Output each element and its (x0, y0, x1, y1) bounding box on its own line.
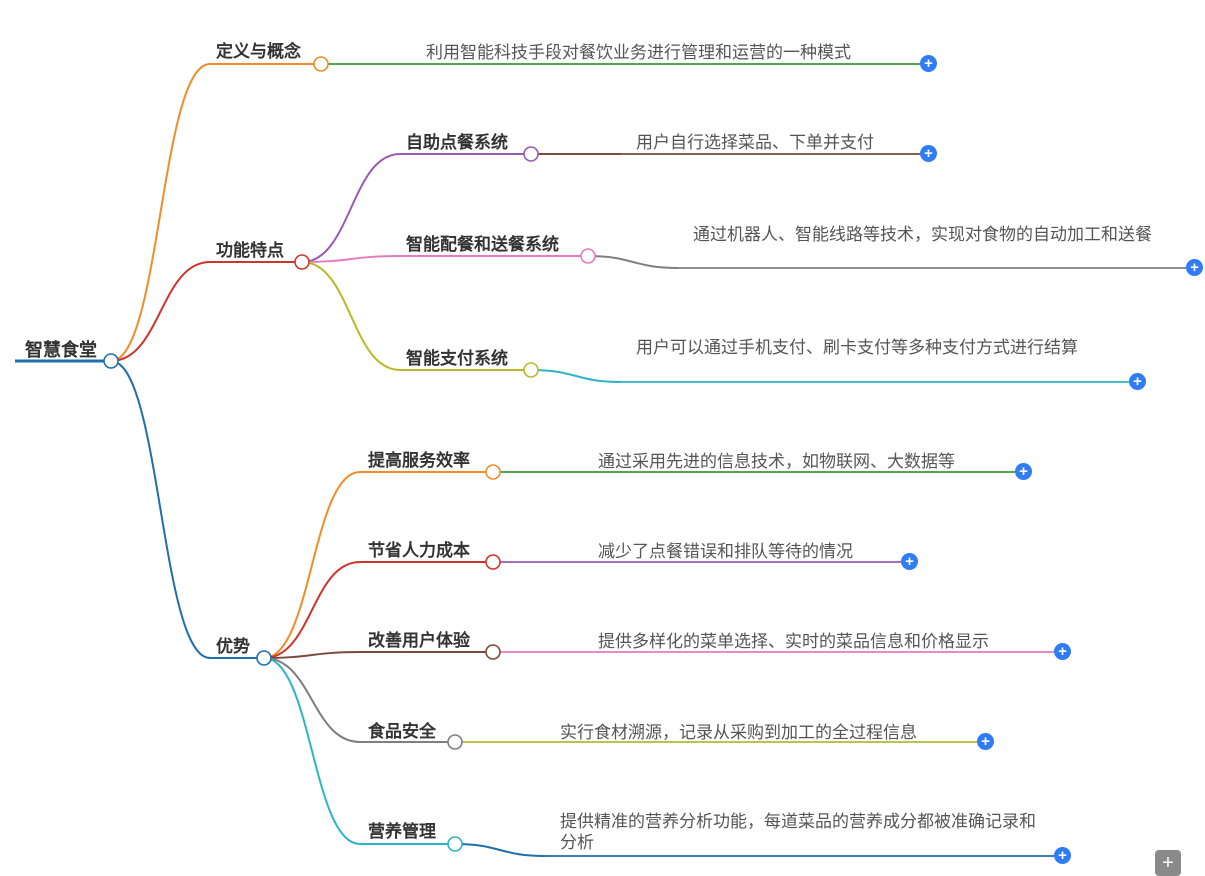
leaf-nutrition-text: 提供精准的营养分析功能，每道菜品的营养成分都被准确记录和分析 (560, 812, 1036, 852)
root-node-circle[interactable] (103, 353, 119, 369)
leaf-self-order-text: 用户自行选择菜品、下单并支付 (636, 133, 874, 152)
edge-advantage-child (263, 651, 361, 659)
expand-labor-cost-button[interactable] (901, 553, 918, 570)
child-node-circle[interactable] (485, 644, 501, 660)
branch-features-label[interactable]: 功能特点 (216, 241, 284, 260)
expand-food-safety-button[interactable] (977, 733, 994, 750)
child-node-circle[interactable] (485, 554, 501, 570)
child-node-circle[interactable] (523, 146, 539, 162)
child-node-circle[interactable] (485, 464, 501, 480)
node-nutrition-label[interactable]: 营养管理 (368, 822, 436, 841)
leaf-food-safety-text: 实行食材溯源，记录从采购到加工的全过程信息 (560, 723, 917, 742)
expand-smart-delivery-button[interactable] (1186, 259, 1203, 276)
edge-feature-child (301, 255, 401, 263)
leaf-line (530, 369, 622, 383)
leaf-definition-text: 利用智能科技手段对餐饮业务进行管理和运营的一种模式 (426, 43, 851, 62)
node-user-experience-label[interactable]: 改善用户体验 (368, 631, 470, 650)
node-smart-delivery-label[interactable]: 智能配餐和送餐系统 (406, 235, 559, 254)
branch-node-circle[interactable] (294, 254, 310, 270)
child-node-circle[interactable] (580, 248, 596, 264)
expand-efficiency-button[interactable] (1015, 463, 1032, 480)
leaf-smart-delivery-text: 通过机器人、智能线路等技术，实现对食物的自动加工和送餐 (693, 225, 1152, 244)
edge-root-to-branch (110, 261, 211, 362)
node-food-safety-label[interactable]: 食品安全 (368, 722, 436, 741)
leaf-user-experience-text: 提供多样化的菜单选择、实时的菜品信息和价格显示 (598, 632, 989, 651)
expand-nutrition-button[interactable] (1054, 847, 1071, 864)
branch-node-circle[interactable] (313, 56, 329, 72)
leaf-labor-cost-text: 减少了点餐错误和排队等待的情况 (598, 542, 853, 561)
edge-feature-child (301, 261, 401, 371)
child-node-circle[interactable] (447, 734, 463, 750)
edge-root-to-branch (110, 63, 211, 362)
child-node-circle[interactable] (447, 836, 463, 852)
expand-self-order-button[interactable] (920, 145, 937, 162)
node-self-order-label[interactable]: 自助点餐系统 (406, 133, 508, 152)
edge-advantage-child (263, 657, 361, 845)
edge-advantage-child (263, 561, 361, 659)
edge-advantage-child (263, 657, 361, 743)
expand-smart-payment-button[interactable] (1129, 373, 1146, 390)
leaf-line (454, 843, 546, 857)
expand-user-experience-button[interactable] (1054, 643, 1071, 660)
node-smart-payment-label[interactable]: 智能支付系统 (406, 349, 508, 368)
leaf-line (587, 255, 679, 269)
edge-feature-child (301, 153, 401, 263)
zoom-in-button[interactable]: + (1155, 850, 1181, 876)
edge-root-to-branch (110, 360, 211, 659)
edge-advantage-child (263, 471, 361, 659)
leaf-smart-payment-text: 用户可以通过手机支付、刷卡支付等多种支付方式进行结算 (636, 338, 1078, 357)
node-labor-cost-label[interactable]: 节省人力成本 (368, 541, 470, 560)
node-efficiency-label[interactable]: 提高服务效率 (368, 451, 470, 470)
child-node-circle[interactable] (523, 362, 539, 378)
expand-definition-button[interactable] (920, 55, 937, 72)
zoom-in-icon: + (1162, 852, 1174, 874)
root-node-label[interactable]: 智慧食堂 (25, 340, 97, 360)
branch-definition-label[interactable]: 定义与概念 (216, 42, 301, 61)
leaf-efficiency-text: 通过采用先进的信息技术，如物联网、大数据等 (598, 452, 955, 471)
branch-node-circle[interactable] (256, 650, 272, 666)
branch-advantages-label[interactable]: 优势 (216, 637, 250, 656)
